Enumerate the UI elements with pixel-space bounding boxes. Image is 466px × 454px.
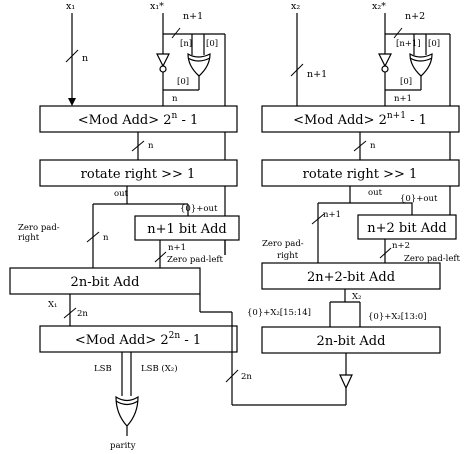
n2-add-label: n+2 bit Add xyxy=(367,221,447,236)
buffer-gate-icon xyxy=(339,374,353,390)
zero-pad-right-label-1: Zero pad- xyxy=(262,239,304,249)
bus-width-n: n xyxy=(103,233,109,243)
2n-add-right-label: 2n-bit Add xyxy=(317,334,386,349)
mod-add-2n-minus-1-box xyxy=(39,105,238,133)
bus-slash xyxy=(353,140,367,152)
bus-width-n: n xyxy=(172,94,178,104)
X1-label: X₁ xyxy=(48,300,57,310)
2n2-bit-add-box xyxy=(261,262,441,290)
bit-0-out-label: [0] xyxy=(177,77,189,87)
zero-pad-left-label-left: Zero pad-left xyxy=(167,255,224,265)
inverter-gate-icon xyxy=(378,53,392,68)
n2-bit-add-box xyxy=(357,214,457,240)
bus-width-n1: n+1 xyxy=(307,69,327,80)
mod-add-left-label: <Mod Add> 2n - 1 xyxy=(78,111,199,128)
xor-gate-arc xyxy=(187,57,211,62)
n1-add-label: n+1 bit Add xyxy=(147,222,227,237)
bus-width-n1: n+1 xyxy=(183,11,203,22)
xor-gate-icon xyxy=(187,52,211,77)
mod-add-right-label: <Mod Add> 2n+1 - 1 xyxy=(293,111,427,128)
input-x1star-label: x₁* xyxy=(150,1,164,12)
lsb-x2-label: LSB (X₂) xyxy=(141,363,178,374)
bus-slash xyxy=(131,140,145,152)
parity-xor-gate-icon xyxy=(115,395,139,427)
bus-width-2n: 2n xyxy=(77,309,88,319)
bus-width-n: n xyxy=(148,141,154,151)
bus-slash xyxy=(171,27,181,39)
input-x1-label: x₁ xyxy=(66,1,75,12)
bus-slash xyxy=(290,63,304,77)
bus-slash xyxy=(379,247,392,259)
rotate-right-box-left xyxy=(39,159,238,187)
x1-arrow-icon xyxy=(68,98,76,106)
bit-n-label: [n] xyxy=(180,39,192,49)
rotate-right-box-right xyxy=(261,159,460,187)
bit-0-label: [0] xyxy=(206,39,218,49)
bus-width-n2: n+2 xyxy=(405,11,425,22)
zero-out-label-left: {0}+out xyxy=(180,204,218,214)
bus-width-n2: n+2 xyxy=(392,241,410,251)
rotate-left-label: rotate right >> 1 xyxy=(81,167,196,182)
2n-add-left-label: 2n-bit Add xyxy=(71,275,140,290)
parity-xor-arc xyxy=(115,400,139,406)
2n-bit-add-box-right xyxy=(261,326,441,354)
bus-slash xyxy=(393,27,403,39)
rotate-right-label: rotate right >> 1 xyxy=(303,167,418,182)
inverter-bubble-icon xyxy=(159,65,167,73)
zero-pad-right-label-2: right xyxy=(18,233,40,243)
n1-bit-add-box xyxy=(134,215,240,241)
inverter-bubble-icon xyxy=(381,65,389,73)
x2-hi-label: {0}+X₂[15:14] xyxy=(247,308,311,318)
2n2-add-label: 2n+2-bit Add xyxy=(307,270,395,285)
X2-label: X₂ xyxy=(352,292,361,302)
bus-slash xyxy=(63,307,77,319)
input-x2-label: x₂ xyxy=(291,1,300,12)
lsb-label: LSB xyxy=(94,364,112,374)
bus-slash xyxy=(65,49,79,63)
2n-bit-add-box-left xyxy=(9,267,201,295)
xor-gate-arc xyxy=(409,57,433,62)
bus-width-n1: n+1 xyxy=(168,243,186,253)
bus-slash xyxy=(154,251,167,263)
bus-width-2n: 2n xyxy=(241,372,252,382)
bus-width-n: n xyxy=(370,141,376,151)
out-label-left: out xyxy=(114,189,129,199)
bit-0-out-label: [0] xyxy=(400,77,412,87)
zero-pad-left-label-right: Zero pad-left xyxy=(404,254,461,264)
bit-0-label: [0] xyxy=(428,39,440,49)
mod-add-2n1-minus-1-box xyxy=(261,105,460,133)
bus-width-n1: n+1 xyxy=(323,210,341,220)
mod-add-22n-minus-1-box xyxy=(39,325,238,353)
bus-width-n1: n+1 xyxy=(394,94,412,104)
out-label-right: out xyxy=(368,188,383,198)
parity-label: parity xyxy=(110,441,136,451)
x2-lo-label: {0}+X₂[13:0] xyxy=(368,312,427,322)
input-x2star-label: x₂* xyxy=(372,1,386,12)
bus-slash xyxy=(225,369,239,383)
zero-out-label-right: {0}+out xyxy=(400,194,438,204)
mod-add-2n-label: <Mod Add> 22n - 1 xyxy=(75,331,201,348)
bit-n1-label: [n+1] xyxy=(396,39,421,49)
bus-slash xyxy=(86,231,100,243)
zero-pad-right-label-1: Zero pad- xyxy=(18,223,60,233)
xor-gate-icon xyxy=(409,52,433,77)
bus-width-n: n xyxy=(82,53,88,64)
zero-pad-right-label-2: right xyxy=(277,251,299,261)
bus-slash xyxy=(311,213,325,225)
inverter-gate-icon xyxy=(156,53,170,68)
